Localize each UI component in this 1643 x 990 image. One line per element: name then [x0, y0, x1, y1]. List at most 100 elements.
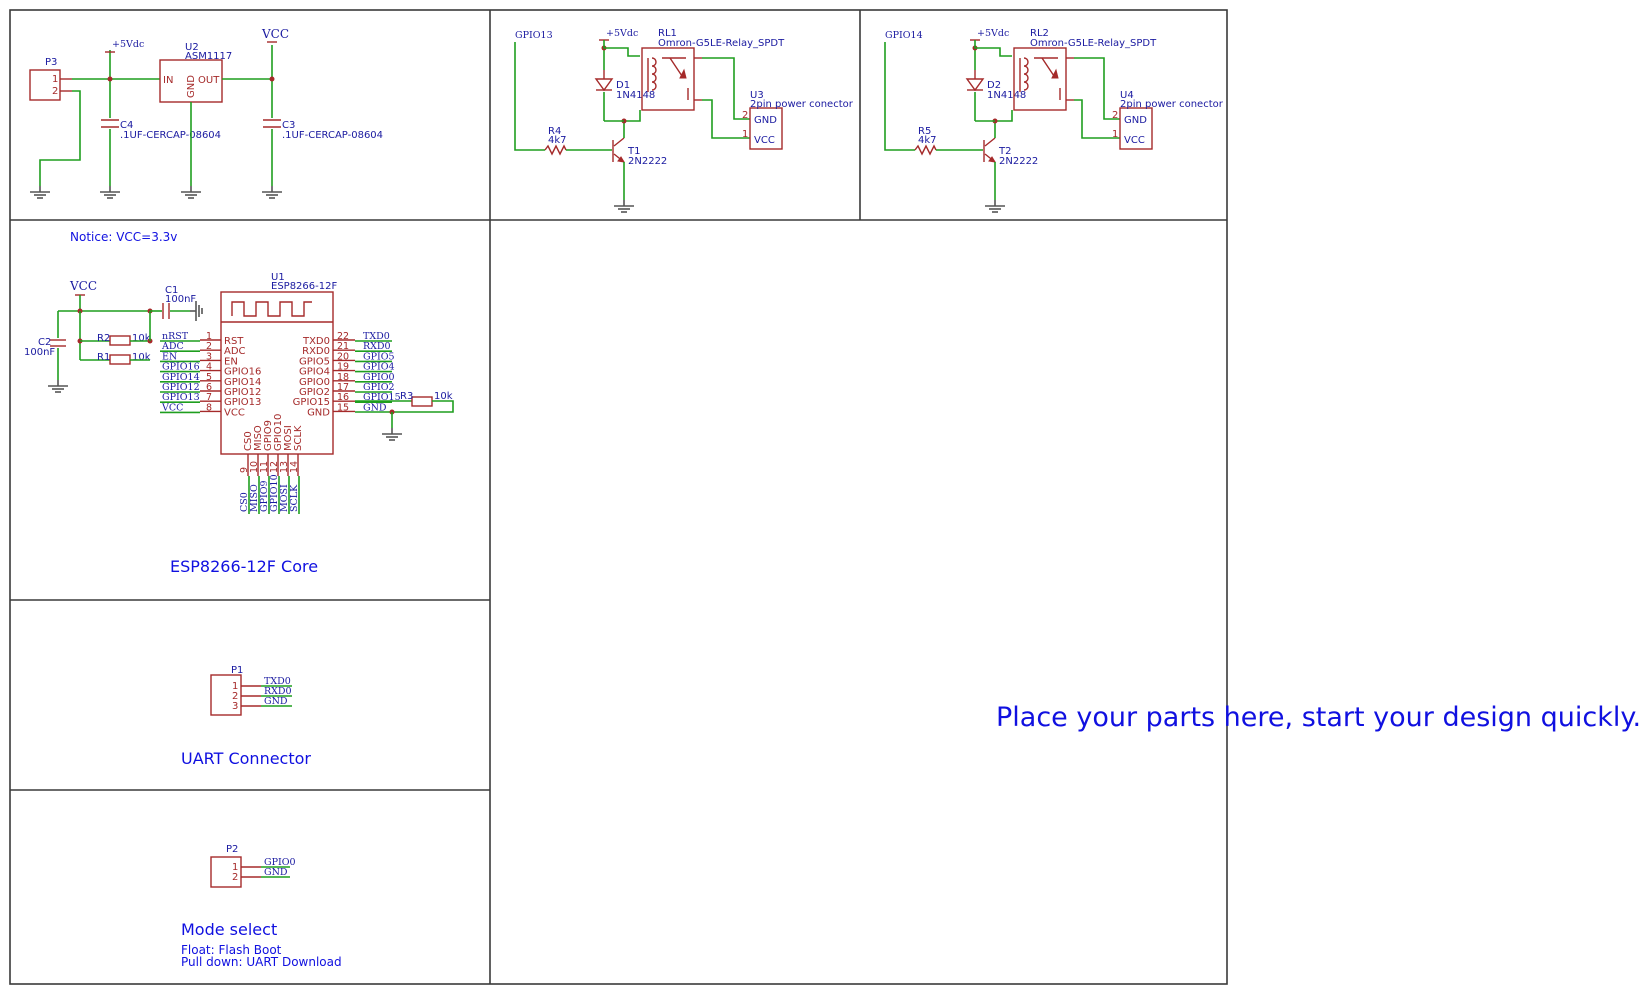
net-label: VCC [161, 402, 183, 413]
u1-bottom-pins: CS09CS0MISO10MISOGPIO911GPIO9GPIO1012GPI… [239, 414, 304, 514]
p2-pin-number: 2 [232, 872, 238, 883]
t1-ref: T1 [627, 146, 640, 157]
relay2-gpio-label: GPIO14 [885, 30, 923, 41]
net-label: GND [264, 867, 288, 878]
u4-ref: U4 [1120, 90, 1134, 101]
c2-value: 100nF [24, 347, 55, 358]
net-label: TXD0 [363, 331, 390, 342]
u1-pin-name: GPIO4 [299, 367, 330, 378]
u4-pin1: 1 [1112, 129, 1118, 140]
u1-pin-number: 21 [337, 341, 349, 352]
net-label: GND [363, 402, 387, 413]
p2-ref: P2 [226, 844, 238, 855]
net-label: GPIO0 [363, 372, 395, 383]
mode-pins: 1 GPIO0 2 GND [232, 857, 296, 883]
v5-label: +5Vdc [112, 39, 144, 50]
p1-pin-number: 3 [232, 701, 238, 712]
u1-pin-name: SCLK [293, 425, 304, 451]
d1-ref: D1 [616, 80, 630, 91]
t2-value: 2N2222 [999, 156, 1038, 167]
core-title: ESP8266-12F Core [170, 557, 318, 576]
r2-value: 10k [132, 333, 151, 344]
mode-note-pulldown: Pull down: UART Download [181, 955, 342, 969]
net-label: MISO [249, 484, 260, 512]
net-label: GPIO9 [259, 480, 270, 512]
u1-pin-number: 18 [337, 372, 349, 383]
u1-pin-number: 3 [206, 351, 212, 362]
u1-pin-number: 7 [206, 392, 212, 403]
p2-pin-number: 1 [232, 862, 238, 873]
p3-pin2: 2 [52, 86, 58, 97]
u2-gnd: GND [186, 75, 197, 98]
c1-value: 100nF [165, 294, 196, 305]
r3-ref: R3 [400, 391, 413, 402]
u3-pin2: 2 [742, 110, 748, 121]
u1-pin-number: 4 [206, 362, 212, 373]
u1-pin-name: GPIO10 [273, 414, 284, 451]
c3-value: .1UF-CERCAP-08604 [282, 130, 383, 141]
c3-ref: C3 [282, 120, 295, 131]
net-label: GPIO0 [264, 857, 296, 868]
t2-ref: T2 [998, 146, 1011, 157]
u2-out: OUT [198, 75, 220, 86]
u1-pin-name: CS0 [243, 431, 254, 451]
vcc-label-top: VCC [261, 27, 289, 41]
u4-vcc: VCC [1124, 135, 1145, 146]
u2-ref: U2 [185, 42, 199, 53]
uart-title: UART Connector [181, 749, 311, 768]
u4-pin2: 2 [1112, 110, 1118, 121]
u1-pin-number: 10 [249, 461, 260, 473]
placeholder-text: Place your parts here, start your design… [996, 702, 1641, 733]
rl1-value: Omron-G5LE-Relay_SPDT [658, 38, 785, 49]
net-label: GND [264, 696, 288, 707]
u2-in: IN [163, 75, 173, 86]
u1-pin-number: 1 [206, 331, 212, 342]
c4-ref: C4 [120, 120, 133, 131]
u1-pin-number: 17 [337, 382, 349, 393]
d1-value: 1N4148 [616, 90, 655, 101]
u1-pin-name: RXD0 [302, 346, 330, 357]
u1-pin-name: GPIO13 [224, 397, 261, 408]
r5-ref: R5 [918, 126, 931, 137]
net-label: TXD0 [264, 676, 291, 687]
net-label: SCLK [289, 484, 300, 512]
net-label: GPIO2 [363, 382, 395, 393]
u1-pin-name: VCC [224, 407, 245, 418]
p3-pin1: 1 [52, 74, 58, 85]
net-label: GPIO10 [269, 474, 280, 512]
net-label: MOSI [279, 484, 290, 512]
u1-pin-number: 14 [289, 461, 300, 473]
u1-pin-number: 13 [279, 461, 290, 473]
r5-value: 4k7 [918, 135, 937, 146]
u1-pin-name: GND [307, 407, 330, 418]
c2-ref: C2 [38, 337, 51, 348]
power-supply-section: P3 1 2 +5Vdc C4 .1UF-CERCAP-08604 U2 ASM… [29, 27, 383, 199]
rl2-value: Omron-G5LE-Relay_SPDT [1030, 38, 1157, 49]
u3-value: 2pin power conector [750, 99, 854, 110]
net-label: nRST [162, 331, 189, 342]
u3-pin1: 1 [742, 129, 748, 140]
u1-pin-number: 19 [337, 362, 349, 373]
r4-ref: R4 [548, 126, 561, 137]
u3-ref: U3 [750, 90, 764, 101]
net-label: GPIO15 [363, 392, 401, 403]
u1-pin-number: 12 [269, 461, 280, 473]
u1-pin-name: GPIO14 [224, 377, 261, 388]
relay1-v5-label: +5Vdc [606, 28, 638, 39]
notice-text: Notice: VCC=3.3v [70, 230, 177, 244]
u1-pin-name: GPIO15 [293, 397, 330, 408]
p3-ref: P3 [45, 57, 57, 68]
r1-value: 10k [132, 352, 151, 363]
rl2-ref: RL2 [1030, 28, 1049, 39]
relay2-v5-label: +5Vdc [977, 28, 1009, 39]
u1-pin-number: 20 [337, 351, 349, 362]
c4-value: .1UF-CERCAP-08604 [120, 130, 221, 141]
c1-ref: C1 [165, 285, 178, 296]
r1-ref: R1 [97, 352, 110, 363]
net-label: RXD0 [264, 686, 292, 697]
u1-pin-name: GPIO12 [224, 387, 261, 398]
